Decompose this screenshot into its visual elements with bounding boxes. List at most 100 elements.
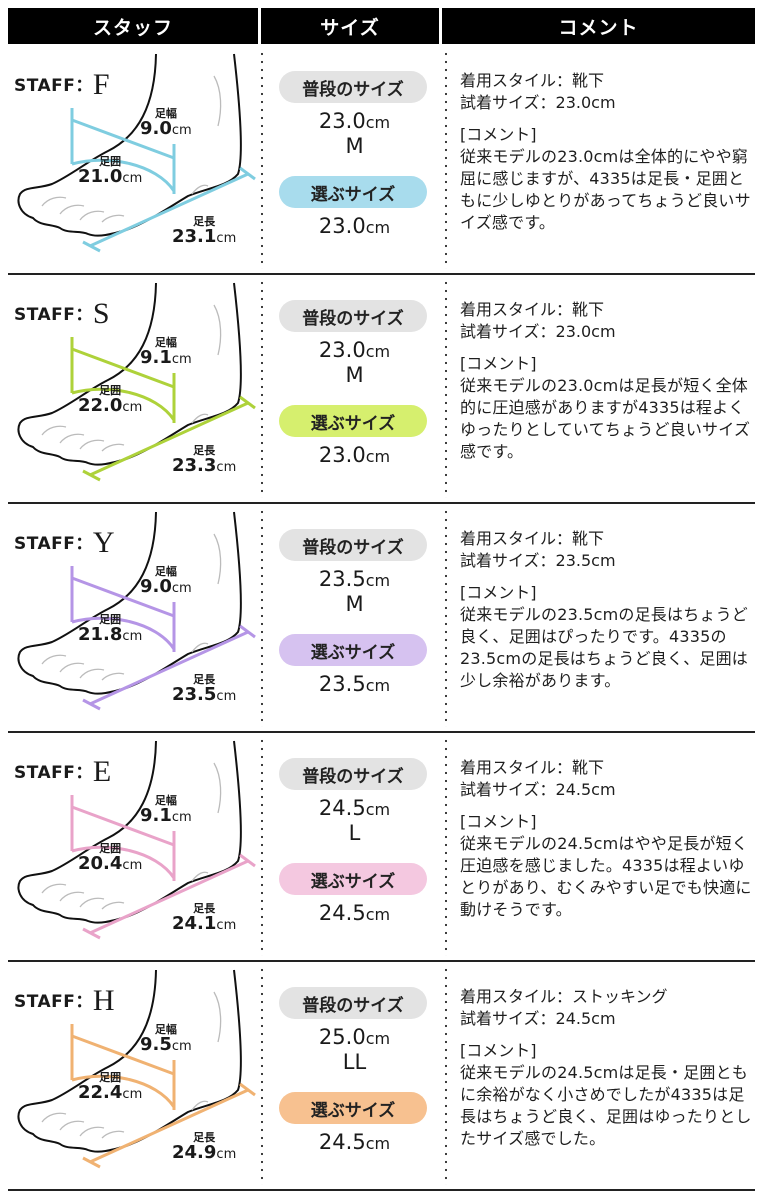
usual-size-value: 24.5cm xyxy=(318,796,391,820)
dotted-divider xyxy=(261,966,263,1185)
tried-size: 試着サイズ：23.0cm xyxy=(460,322,616,341)
tried-size: 試着サイズ：23.0cm xyxy=(460,93,616,112)
usual-size-value: 23.0cm xyxy=(318,338,391,362)
header-comment: コメント xyxy=(442,8,755,44)
usual-size-letter: M xyxy=(345,134,364,158)
staff-name: STAFF：E xyxy=(14,755,112,788)
comment-text: 従来モデルの23.5cmの足長はちょうど良く、足囲はぴったりです。4335の23… xyxy=(460,605,749,690)
foot-illustration-icon xyxy=(17,969,256,1169)
wear-style: 着用スタイル：靴下 xyxy=(460,529,605,548)
foot-illustration-icon xyxy=(17,53,256,253)
comment-text: 従来モデルの23.0cmは足長が短く全体的に圧迫感がありますが4335は程よくゆ… xyxy=(460,376,751,461)
comment-column: 着用スタイル：ストッキング 試着サイズ：24.5cm [コメント] 従来モデルの… xyxy=(460,986,760,1150)
pick-size-badge: 選ぶサイズ xyxy=(279,634,427,666)
comment-heading: [コメント] xyxy=(460,1041,537,1060)
foot-illustration-icon xyxy=(17,740,256,940)
usual-size-letter: M xyxy=(345,363,364,387)
comment-heading: [コメント] xyxy=(460,812,537,831)
dotted-divider xyxy=(445,737,447,956)
size-column: 普段のサイズ 23.0cm M 選ぶサイズ 23.0cm xyxy=(266,275,443,502)
dotted-divider xyxy=(445,966,447,1185)
wear-style: 着用スタイル：靴下 xyxy=(460,758,605,777)
pick-size-badge: 選ぶサイズ xyxy=(279,176,427,208)
size-column: 普段のサイズ 24.5cm L 選ぶサイズ 24.5cm xyxy=(266,733,443,960)
tried-size: 試着サイズ：23.5cm xyxy=(460,551,616,570)
pick-size-value: 24.5cm xyxy=(318,1130,391,1154)
pick-size-value: 24.5cm xyxy=(318,901,391,925)
comment-column: 着用スタイル：靴下 試着サイズ：23.5cm [コメント] 従来モデルの23.5… xyxy=(460,528,760,692)
dotted-divider xyxy=(445,50,447,269)
size-column: 普段のサイズ 23.0cm M 選ぶサイズ 23.0cm xyxy=(266,46,443,273)
header-staff: スタッフ xyxy=(8,8,258,44)
foot-illustration-icon xyxy=(17,511,256,711)
comment-heading: [コメント] xyxy=(460,354,537,373)
usual-size-value: 23.5cm xyxy=(318,567,391,591)
usual-size-letter: L xyxy=(348,821,361,845)
table-header: スタッフ サイズ コメント xyxy=(8,8,755,44)
comment-heading: [コメント] xyxy=(460,583,537,602)
staff-name: STAFF：Y xyxy=(14,526,116,559)
wear-style: 着用スタイル：ストッキング xyxy=(460,987,668,1006)
staff-name: STAFF：H xyxy=(14,984,116,1017)
usual-size-badge: 普段のサイズ xyxy=(279,300,427,332)
foot-illustration-icon xyxy=(17,282,256,482)
usual-size-value: 25.0cm xyxy=(318,1025,391,1049)
dotted-divider xyxy=(445,508,447,727)
pick-size-value: 23.5cm xyxy=(318,672,391,696)
usual-size-letter: M xyxy=(345,592,364,616)
dotted-divider xyxy=(261,737,263,956)
comment-column: 着用スタイル：靴下 試着サイズ：24.5cm [コメント] 従来モデルの24.5… xyxy=(460,757,760,921)
pick-size-value: 23.0cm xyxy=(318,214,391,238)
pick-size-value: 23.0cm xyxy=(318,443,391,467)
wear-style: 着用スタイル：靴下 xyxy=(460,71,605,90)
comment-column: 着用スタイル：靴下 試着サイズ：23.0cm [コメント] 従来モデルの23.0… xyxy=(460,299,760,463)
pick-size-badge: 選ぶサイズ xyxy=(279,405,427,437)
staff-name: STAFF：F xyxy=(14,68,111,101)
dotted-divider xyxy=(261,279,263,498)
size-column: 普段のサイズ 25.0cm LL 選ぶサイズ 24.5cm xyxy=(266,962,443,1189)
usual-size-value: 23.0cm xyxy=(318,109,391,133)
pick-size-badge: 選ぶサイズ xyxy=(279,863,427,895)
dotted-divider xyxy=(445,279,447,498)
dotted-divider xyxy=(261,50,263,269)
comment-text: 従来モデルの24.5cmは足長・足囲ともに余裕がなく小さめでしたが4335は足長… xyxy=(460,1063,752,1148)
header-size: サイズ xyxy=(261,8,439,44)
tried-size: 試着サイズ：24.5cm xyxy=(460,780,616,799)
size-column: 普段のサイズ 23.5cm M 選ぶサイズ 23.5cm xyxy=(266,504,443,731)
tried-size: 試着サイズ：24.5cm xyxy=(460,1009,616,1028)
dotted-divider xyxy=(261,508,263,727)
staff-name: STAFF：S xyxy=(14,297,111,330)
comment-column: 着用スタイル：靴下 試着サイズ：23.0cm [コメント] 従来モデルの23.0… xyxy=(460,70,760,234)
usual-size-badge: 普段のサイズ xyxy=(279,71,427,103)
wear-style: 着用スタイル：靴下 xyxy=(460,300,605,319)
comment-text: 従来モデルの23.0cmは全体的にやや窮屈に感じますが、4335は足長・足囲とも… xyxy=(460,147,751,232)
usual-size-badge: 普段のサイズ xyxy=(279,987,427,1019)
usual-size-badge: 普段のサイズ xyxy=(279,758,427,790)
comment-text: 従来モデルの24.5cmはやや足長が短く圧迫感を感じました。4335は程よいゆと… xyxy=(460,834,752,919)
pick-size-badge: 選ぶサイズ xyxy=(279,1092,427,1124)
